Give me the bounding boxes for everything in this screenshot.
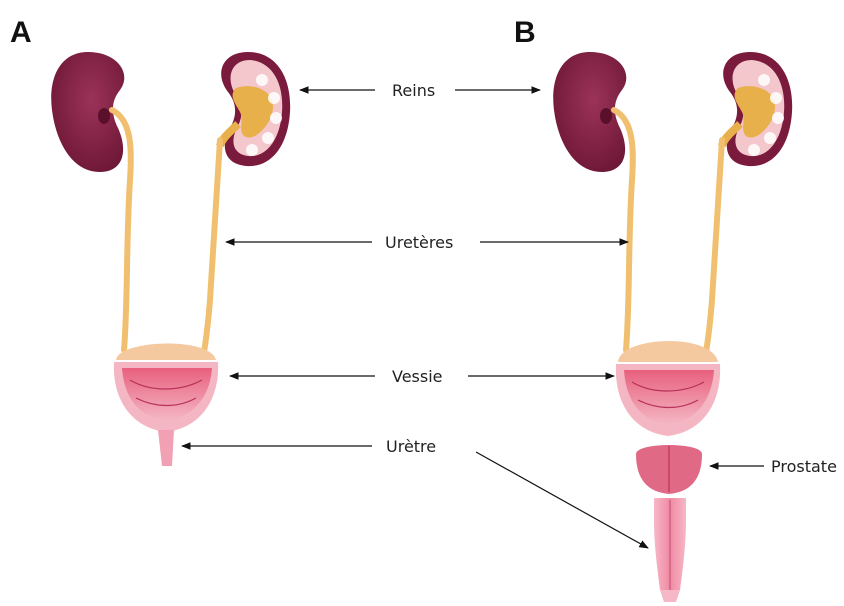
prostate-b [636, 445, 702, 494]
kidney-right-b [722, 52, 792, 166]
panel-letter-a: A [10, 16, 32, 49]
ureter-right-b [706, 140, 722, 352]
label-ureters: Uretères [385, 233, 453, 252]
label-urethra: Urètre [386, 437, 436, 456]
label-bladder: Vessie [392, 367, 443, 386]
label-kidneys: Reins [392, 81, 435, 100]
panel-letter-b: B [514, 16, 536, 49]
kidney-right-a [220, 52, 290, 166]
panel-b [553, 52, 792, 602]
bladder-a [114, 343, 218, 466]
ureter-right-a [204, 140, 220, 352]
arrow-urethra-b [476, 452, 648, 548]
bladder-b [616, 341, 720, 436]
label-prostate: Prostate [771, 457, 837, 476]
urethra-b [654, 498, 686, 602]
panel-a [51, 52, 290, 466]
